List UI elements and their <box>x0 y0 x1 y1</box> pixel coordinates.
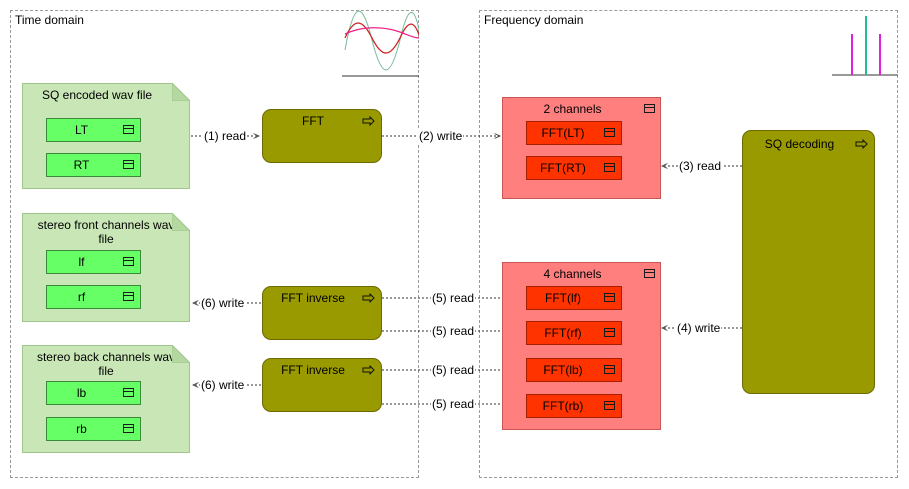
edge-label-read1: (1) read <box>203 129 248 143</box>
artifact-icon <box>604 365 615 374</box>
fft-inverse-front-process[interactable]: FFT inverse <box>262 286 382 340</box>
component-icon <box>644 269 655 278</box>
two-channels-group: 2 channels <box>502 97 661 199</box>
waveform-icon <box>342 10 419 77</box>
artifact-rb[interactable]: rb <box>46 417 141 441</box>
frequency-domain-label: Frequency domain <box>484 13 584 27</box>
time-domain-label: Time domain <box>15 13 84 27</box>
edge-label-read5c: (5) read <box>431 363 476 377</box>
file-fold-icon <box>172 213 190 231</box>
artifact-icon <box>123 292 134 301</box>
artifact-icon <box>604 401 615 410</box>
fft-rb[interactable]: FFT(rb) <box>526 394 622 418</box>
arrow-right-icon <box>362 293 375 303</box>
edge-label-read5b: (5) read <box>431 324 476 338</box>
artifact-lb[interactable]: lb <box>46 381 141 405</box>
time-domain-frame: Time domain <box>10 10 419 478</box>
file-title: stereo back channels wav file <box>36 350 176 378</box>
edge-label-write4: (4) write <box>676 321 722 335</box>
fft-lf[interactable]: FFT(lf) <box>526 286 622 310</box>
file-fold-icon <box>172 83 190 101</box>
frequency-domain-frame: Frequency domain <box>479 10 898 478</box>
fft-rt[interactable]: FFT(RT) <box>526 156 622 180</box>
artifact-rf[interactable]: rf <box>46 285 141 309</box>
file-title: SQ encoded wav file <box>41 88 153 102</box>
arrow-right-icon <box>362 365 375 375</box>
edge-label-write2: (2) write <box>418 129 464 143</box>
artifact-icon <box>123 160 134 169</box>
fft-rf[interactable]: FFT(rf) <box>526 321 622 345</box>
fft-process[interactable]: FFT <box>262 109 382 163</box>
file-title: stereo front channels wav file <box>37 218 175 246</box>
artifact-icon <box>123 125 134 134</box>
artifact-rt[interactable]: RT <box>46 153 141 177</box>
edge-label-write6b: (6) write <box>200 378 246 392</box>
file-fold-icon <box>172 345 190 363</box>
arrow-right-icon <box>855 139 868 149</box>
artifact-icon <box>123 257 134 266</box>
artifact-lt[interactable]: LT <box>46 118 141 142</box>
artifact-icon <box>604 128 615 137</box>
arrow-right-icon <box>362 116 375 126</box>
fft-inverse-back-process[interactable]: FFT inverse <box>262 358 382 412</box>
component-icon <box>644 104 655 113</box>
fft-lt[interactable]: FFT(LT) <box>526 121 622 145</box>
edge-label-read3: (3) read <box>678 159 723 173</box>
edge-label-write6a: (6) write <box>200 296 246 310</box>
fft-lb[interactable]: FFT(lb) <box>526 358 622 382</box>
artifact-icon <box>123 388 134 397</box>
edge-label-read5a: (5) read <box>431 291 476 305</box>
artifact-icon <box>604 328 615 337</box>
artifact-lf[interactable]: lf <box>46 250 141 274</box>
edge-label-read5d: (5) read <box>431 397 476 411</box>
artifact-icon <box>604 163 615 172</box>
artifact-icon <box>123 424 134 433</box>
artifact-icon <box>604 293 615 302</box>
spectrum-icon <box>832 16 898 76</box>
sq-decoding-process[interactable]: SQ decoding <box>742 130 875 394</box>
